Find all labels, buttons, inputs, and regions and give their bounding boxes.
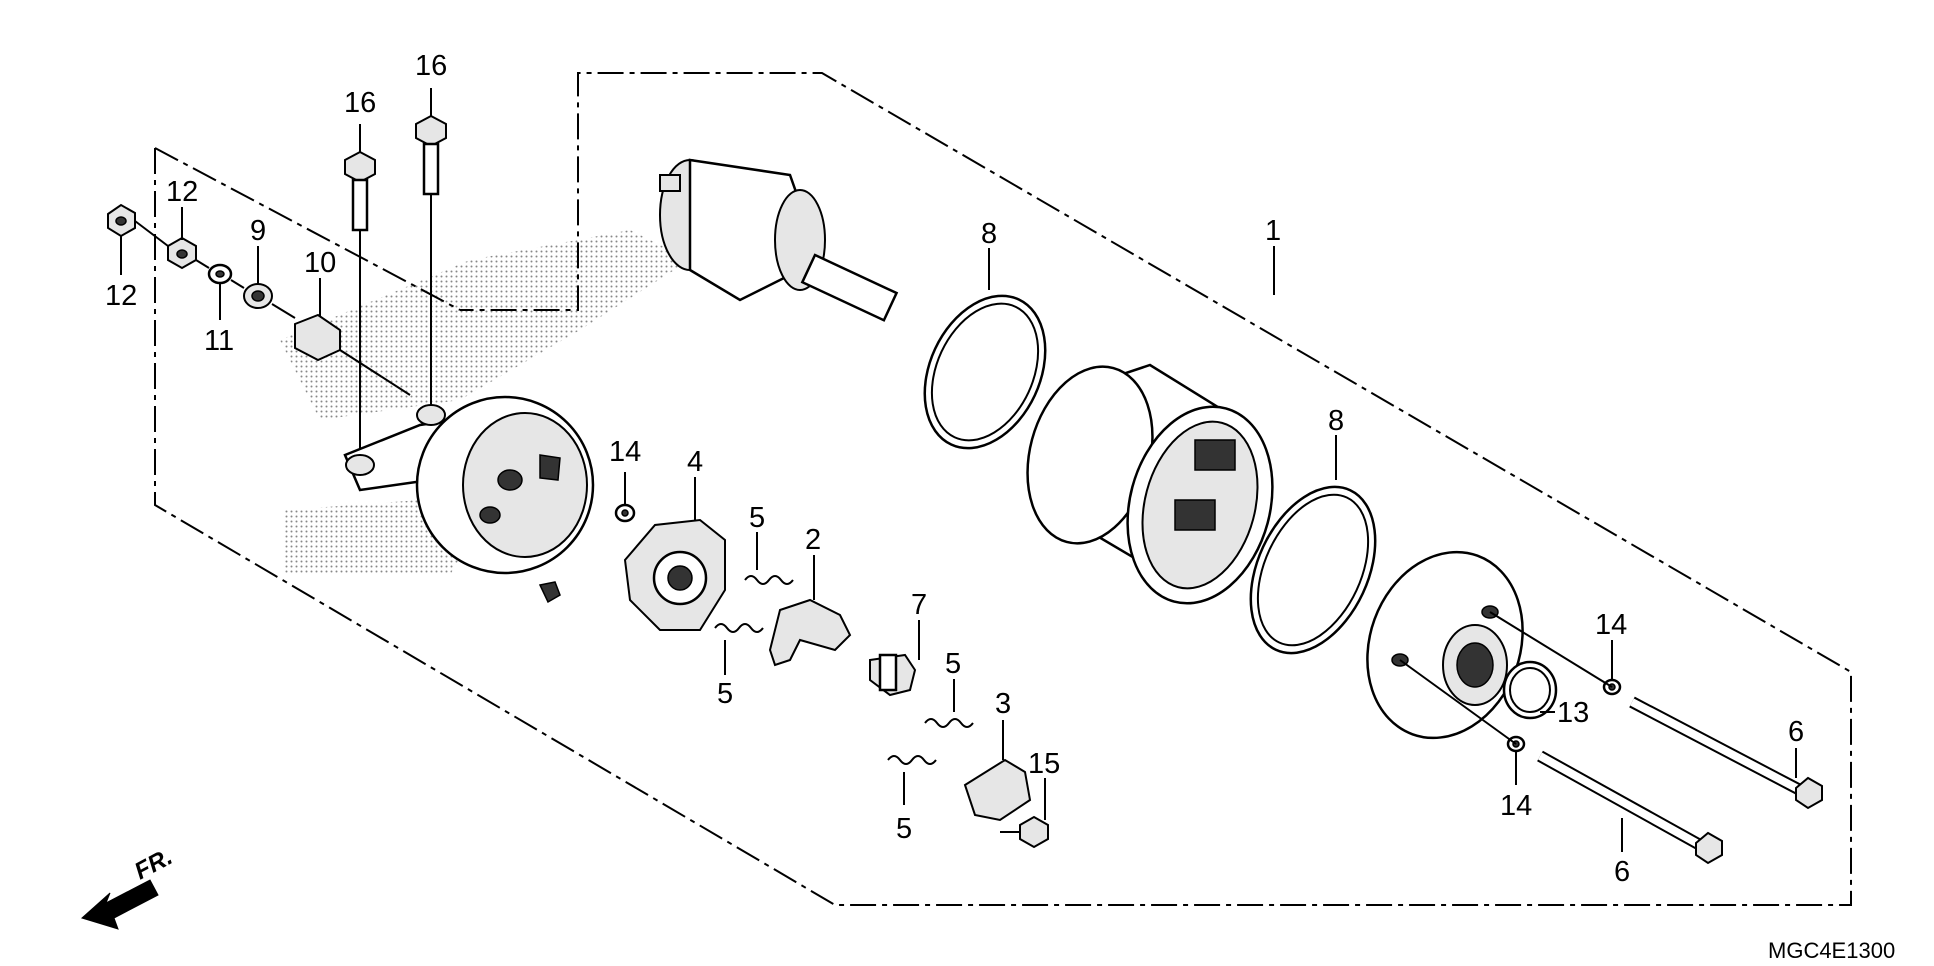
spring-5c xyxy=(924,718,974,728)
callout-8b: 8 xyxy=(1328,405,1344,437)
callout-2: 2 xyxy=(805,524,821,556)
bolt-16-left-head xyxy=(344,150,376,184)
shaft-end xyxy=(659,174,681,192)
rear-cover xyxy=(1366,550,1823,865)
callout-5d: 5 xyxy=(896,813,912,845)
bolt-16-left-shank xyxy=(351,178,369,232)
callout-10: 10 xyxy=(304,247,336,279)
screw-15 xyxy=(1019,815,1049,849)
fr-label: FR. xyxy=(130,843,177,885)
callout-5c: 5 xyxy=(945,648,961,680)
callout-16b: 16 xyxy=(415,50,447,82)
callout-1: 1 xyxy=(1265,215,1281,247)
front-cover xyxy=(343,395,595,575)
assembly-boundary xyxy=(154,72,1852,906)
callout-11: 11 xyxy=(204,325,234,357)
brush-3 xyxy=(963,758,1032,822)
spring-5d xyxy=(887,755,937,765)
brush-terminal-7 xyxy=(878,653,898,692)
callout-14c: 14 xyxy=(1500,790,1532,822)
callout-3: 3 xyxy=(995,688,1011,720)
bolt-16-right-head xyxy=(415,114,447,148)
o-ring-13 xyxy=(1502,660,1558,720)
bolt-6-upper xyxy=(1629,696,1823,810)
brush-springs xyxy=(714,575,1049,849)
brush-holder xyxy=(538,503,726,631)
callout-4: 4 xyxy=(687,446,703,478)
callout-12a: 12 xyxy=(166,176,198,208)
spring-5b xyxy=(714,623,764,633)
bolts-16 xyxy=(344,114,447,465)
armature xyxy=(659,158,899,322)
callout-6a: 6 xyxy=(1788,716,1804,748)
small-clip xyxy=(538,581,561,604)
callout-8a: 8 xyxy=(981,218,997,250)
armature-shaft xyxy=(800,253,899,322)
callout-15: 15 xyxy=(1028,748,1060,780)
callout-14b: 14 xyxy=(1595,609,1627,641)
diagram-code: MGC4E1300 xyxy=(1768,938,1895,963)
callout-14a: 14 xyxy=(609,436,641,468)
o-rings-8 xyxy=(923,294,1377,655)
callout-12b: 12 xyxy=(105,280,137,312)
callout-16a: 16 xyxy=(344,87,376,119)
callout-5a: 5 xyxy=(749,502,765,534)
spring-5a xyxy=(744,575,794,585)
front-direction-indicator: FR. xyxy=(81,843,177,930)
callout-6b: 6 xyxy=(1614,856,1630,888)
callout-13: 13 xyxy=(1557,697,1589,729)
brush-2 xyxy=(768,598,852,667)
callout-7: 7 xyxy=(911,589,927,621)
leader-lines xyxy=(120,88,1797,852)
callouts: 1 2 3 4 5 5 5 5 6 6 7 8 8 9 10 11 12 12 … xyxy=(105,50,1804,888)
yoke xyxy=(1026,363,1274,605)
bolt-6-lower xyxy=(1537,750,1723,865)
callout-5b: 5 xyxy=(717,678,733,710)
front-arrow-icon xyxy=(81,879,159,930)
o-ring-8-left xyxy=(923,294,1047,450)
callout-9: 9 xyxy=(250,215,266,247)
bolt-16-right-shank xyxy=(422,142,440,196)
